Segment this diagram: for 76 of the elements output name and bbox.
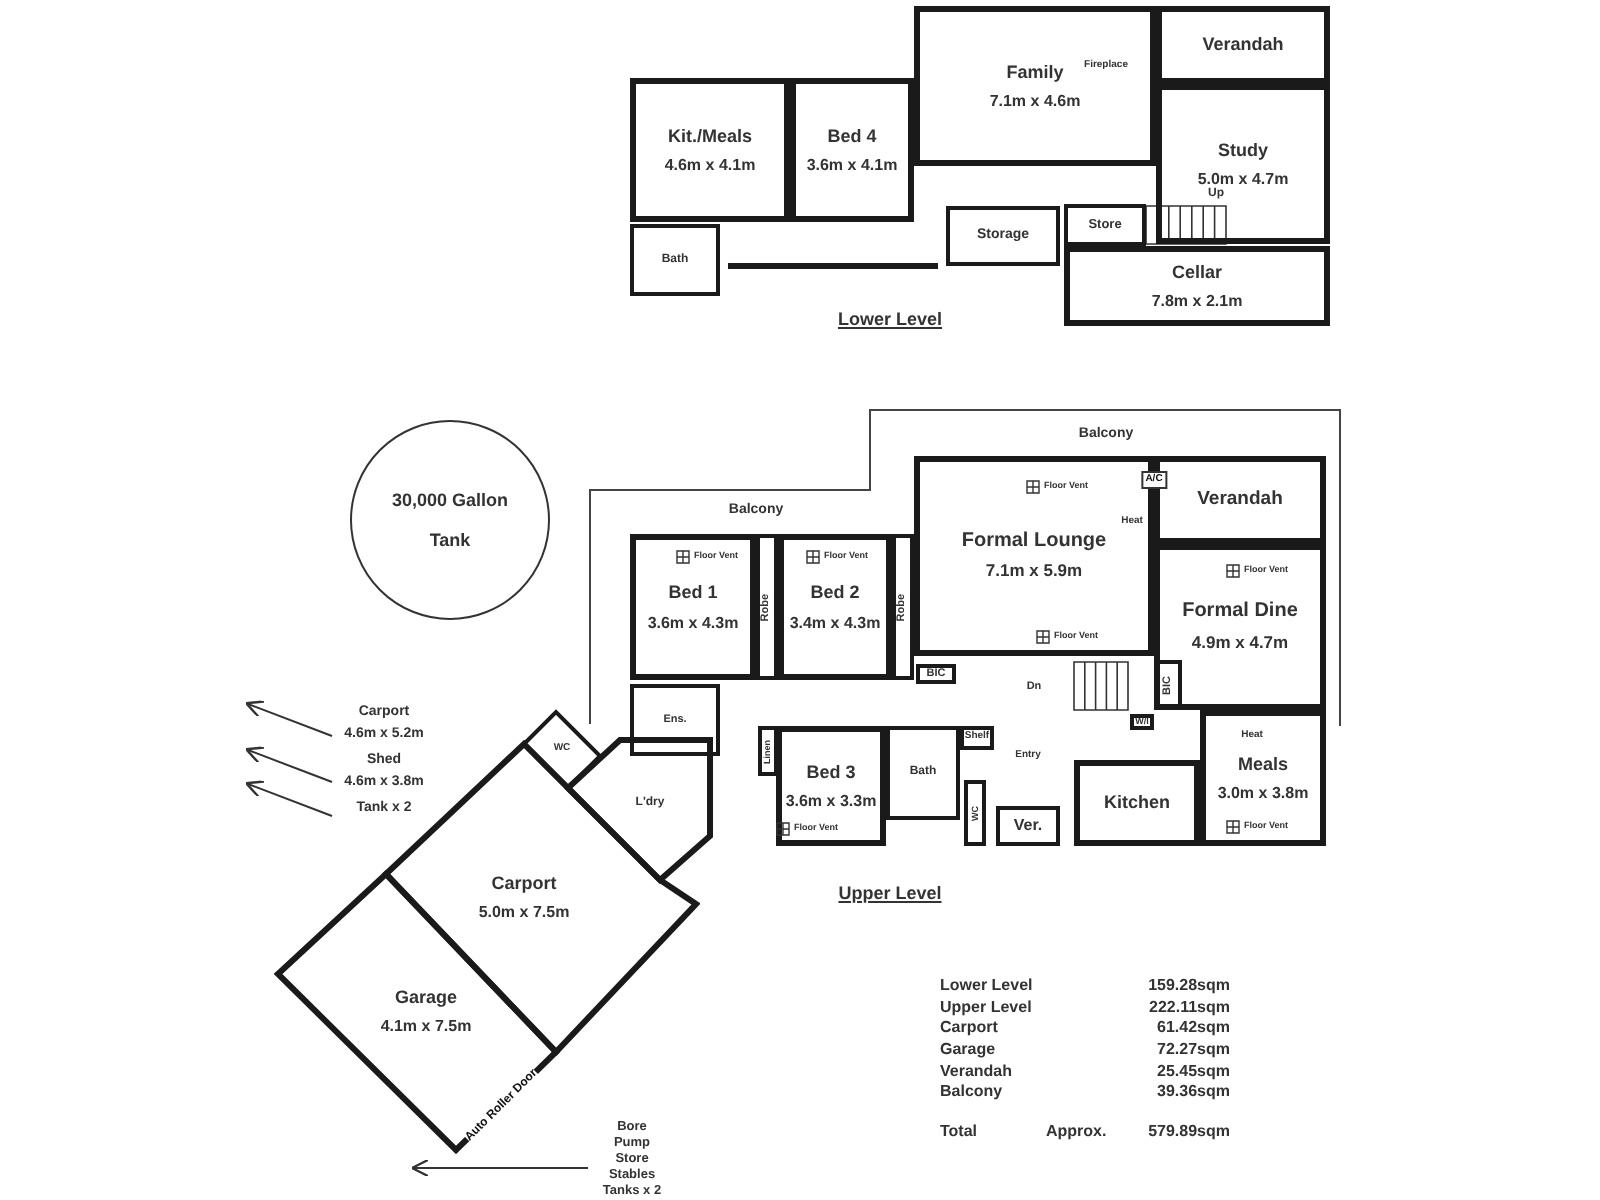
- room-name: Formal Lounge: [961, 529, 1107, 553]
- room: [630, 78, 790, 222]
- room-dimensions: 3.6m x 3.3m: [785, 792, 877, 811]
- room: [756, 534, 778, 680]
- room-name: Cellar: [1171, 261, 1222, 283]
- room-dimensions: 3.6m x 4.1m: [806, 156, 898, 175]
- room: [1154, 544, 1326, 710]
- room: [960, 726, 994, 750]
- room-name: Garage: [394, 987, 458, 1009]
- area-value: 25.45sqm: [1157, 1063, 1230, 1079]
- room-dimensions: 4.6m x 4.1m: [664, 156, 756, 175]
- room-name: Kit./Meals: [667, 125, 752, 147]
- approx-note: Approx.: [1046, 1124, 1107, 1140]
- room: [914, 6, 1156, 166]
- room: [776, 726, 886, 846]
- room-dimensions: 7.1m x 5.9m: [985, 562, 1083, 583]
- room: [758, 726, 778, 776]
- room-dimensions: 3.4m x 4.3m: [789, 613, 881, 632]
- room-name: Verandah: [1202, 34, 1284, 56]
- room: [916, 664, 956, 684]
- room-name: Formal Dine: [1182, 600, 1298, 624]
- room: [1074, 760, 1200, 846]
- room: [964, 780, 986, 846]
- room-dimensions: 4.9m x 4.7m: [1191, 633, 1289, 654]
- room: [1064, 204, 1146, 246]
- room: [1154, 660, 1182, 710]
- area-name: Balcony: [940, 1084, 1003, 1100]
- room: [778, 534, 892, 680]
- room: [1200, 710, 1326, 846]
- room-name: Family: [1006, 61, 1064, 83]
- tank-circle: [350, 420, 550, 620]
- room-dimensions: 3.6m x 4.3m: [647, 613, 739, 632]
- room: [630, 684, 720, 756]
- room-name: Ver.: [1013, 816, 1043, 836]
- room-name: Study: [1217, 139, 1268, 161]
- area-name: Total: [940, 1124, 978, 1140]
- tank-label: Tank: [429, 530, 471, 551]
- room: [630, 534, 756, 680]
- room-name: Bed 2: [810, 582, 860, 604]
- area-value: 159.28sqm: [1148, 978, 1230, 994]
- room: [1156, 6, 1330, 84]
- room-dimensions: 5.0m x 4.7m: [1197, 170, 1289, 189]
- room-name: Verandah: [1197, 489, 1283, 511]
- area-name: Garage: [940, 1042, 996, 1058]
- area-value: 61.42sqm: [1157, 1020, 1230, 1036]
- area-value: 579.89sqm: [1148, 1124, 1230, 1140]
- area-value: 222.11sqm: [1149, 999, 1230, 1015]
- level-title: Lower Level: [837, 311, 943, 329]
- room-name: Bed 3: [806, 761, 856, 783]
- room: [1064, 246, 1330, 326]
- room: [996, 806, 1060, 846]
- room-name: Kitchen: [1103, 792, 1170, 814]
- room: [892, 534, 914, 680]
- room: [1130, 714, 1154, 730]
- area-value: 72.27sqm: [1157, 1042, 1230, 1058]
- area-name: Carport: [940, 1020, 998, 1036]
- room-dimensions: 7.1m x 4.6m: [989, 92, 1081, 111]
- tank-label: 30,000 Gallon: [391, 489, 509, 510]
- room-dimensions: 5.0m x 7.5m: [478, 904, 570, 923]
- area-name: Lower Level: [940, 978, 1033, 994]
- room: [630, 224, 720, 296]
- room-dimensions: 7.8m x 2.1m: [1151, 292, 1243, 311]
- area-name: Verandah: [940, 1063, 1013, 1079]
- room: [886, 726, 960, 820]
- room-dimensions: 4.1m x 7.5m: [380, 1018, 472, 1037]
- room-dimensions: 3.0m x 3.8m: [1217, 784, 1309, 803]
- area-name: Upper Level: [940, 999, 1032, 1015]
- level-title: Upper Level: [838, 885, 942, 903]
- room-name: Meals: [1237, 753, 1288, 775]
- room-name: Carport: [491, 873, 557, 895]
- area-value: 39.36sqm: [1157, 1084, 1230, 1100]
- room-name: Bed 1: [668, 582, 718, 604]
- room-name: Bed 4: [827, 125, 877, 147]
- room: [790, 78, 914, 222]
- room: [1156, 84, 1330, 244]
- room: [946, 206, 1060, 266]
